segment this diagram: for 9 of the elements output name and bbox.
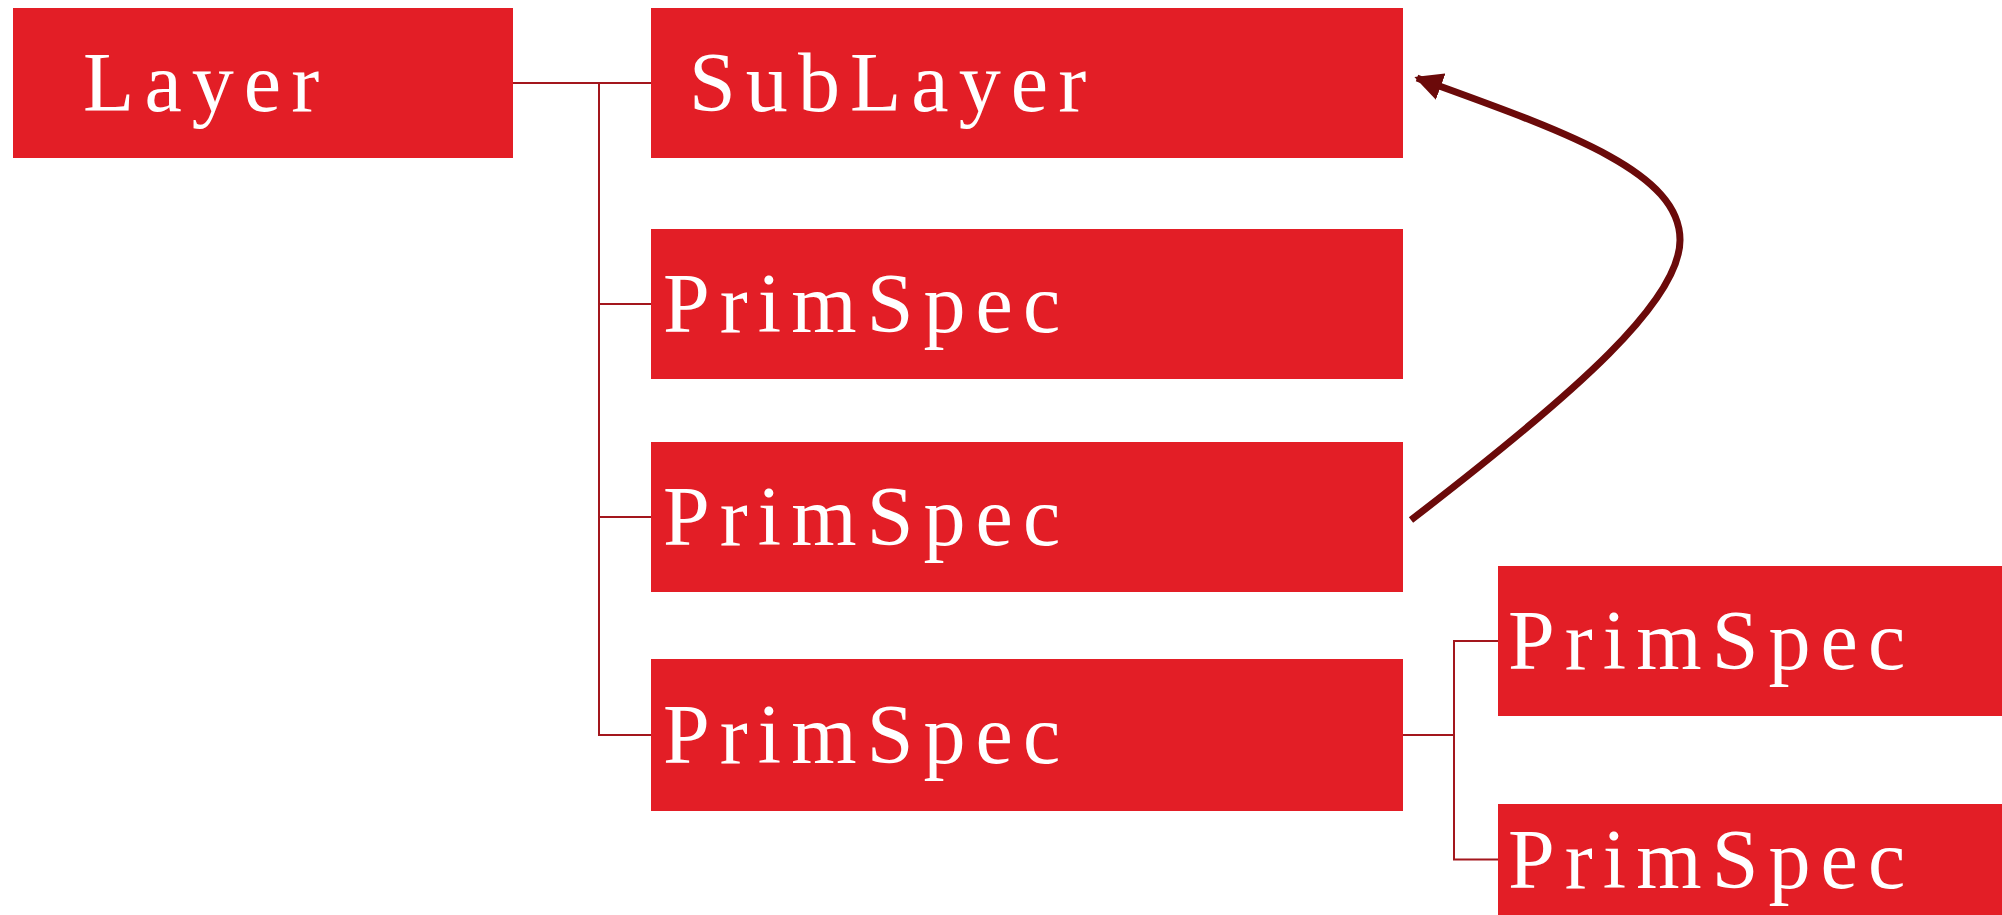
connector-line [1402,734,1499,861]
process-box [1498,566,2002,716]
process-box [1498,804,2002,915]
process-box [651,229,1403,379]
process-box [13,8,513,158]
process-box [651,8,1403,158]
process-box [651,659,1403,811]
curved-arrow [1408,73,1684,523]
process-box [651,442,1403,592]
